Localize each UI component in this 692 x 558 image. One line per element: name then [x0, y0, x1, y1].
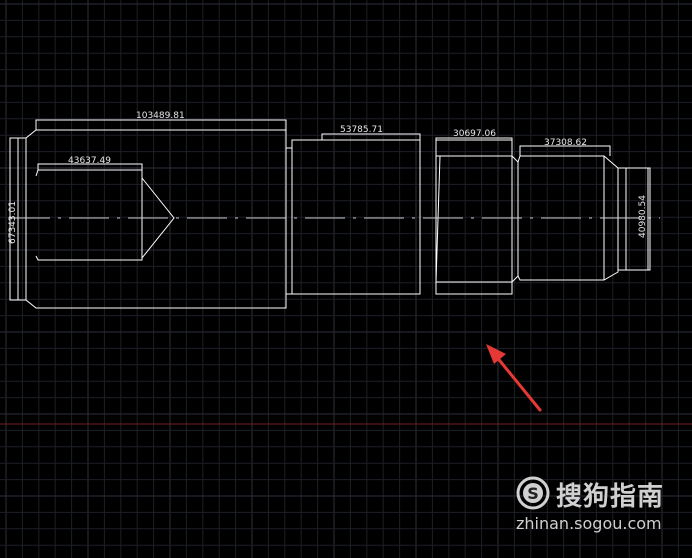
sogou-watermark: S 搜狗指南 zhinan.sogou.com: [514, 472, 684, 542]
watermark-brand: 搜狗指南: [556, 482, 665, 512]
sogou-logo-icon: S: [516, 476, 550, 510]
watermark-url: zhinan.sogou.com: [516, 514, 662, 533]
dim-line-right-diameter: [648, 167, 651, 271]
right-tip: [617, 167, 649, 271]
dim-overall-length-1[interactable]: 103489.81: [136, 111, 185, 121]
section-2-body: [291, 139, 421, 295]
left-end-plate: [17, 137, 26, 301]
dim-section-4-length[interactable]: 37308.62: [544, 138, 587, 148]
dim-line-overall-length-1: [35, 119, 287, 130]
section-4-outline: [517, 155, 619, 281]
dim-left-diameter[interactable]: 67343.01: [8, 201, 18, 244]
annotation-arrow: [486, 344, 542, 412]
dim-line-bore-depth: [37, 163, 143, 170]
bore-outline: [35, 169, 175, 261]
section-3-thread-left: [435, 155, 441, 283]
dim-line-left-diameter: [9, 137, 18, 301]
svg-text:S: S: [527, 484, 539, 503]
dim-bore-depth[interactable]: 43637.49: [68, 156, 111, 166]
dim-line-section-2: [321, 133, 421, 140]
dim-section-3-length[interactable]: 30697.06: [453, 129, 496, 139]
dim-line-section-4: [519, 145, 611, 156]
section-3-chamfer-bottom: [511, 275, 519, 283]
dim-line-section-3: [435, 137, 513, 140]
dim-right-diameter[interactable]: 40980.54: [638, 195, 648, 238]
dim-section-2-length[interactable]: 53785.71: [340, 125, 383, 135]
dimension-lines: [9, 119, 651, 301]
section-3-chamfer-top: [511, 155, 519, 163]
section-3-body: [435, 139, 513, 295]
